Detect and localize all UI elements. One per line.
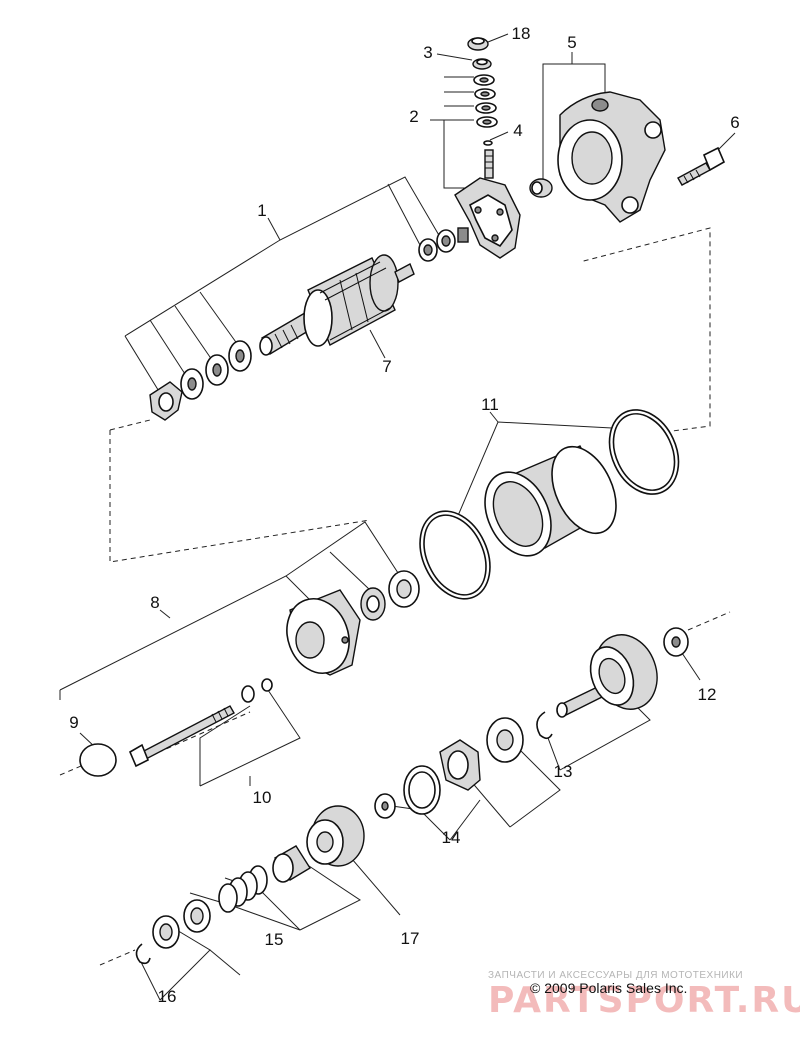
washer-part — [472, 58, 492, 70]
through-bolt-part — [128, 678, 273, 768]
washer-part — [152, 915, 180, 949]
callout-1: 1 — [257, 201, 266, 220]
sleeve-part — [272, 845, 311, 883]
callout-16: 16 — [158, 987, 177, 1006]
callout-18: 18 — [512, 24, 531, 43]
armature-part — [259, 254, 415, 356]
callout-12: 12 — [698, 685, 717, 704]
callout-2: 2 — [409, 107, 418, 126]
callout-9: 9 — [69, 713, 78, 732]
spring-part — [218, 865, 268, 913]
callout-11: 11 — [481, 395, 499, 414]
clip-part — [536, 711, 553, 740]
callout-15: 15 — [265, 930, 284, 949]
small-oring-part — [483, 140, 493, 146]
snap-ring-part — [135, 943, 151, 965]
washer-part — [374, 793, 396, 819]
brush-holder-group — [418, 37, 521, 262]
armature-washers — [149, 340, 252, 421]
washer-part — [486, 717, 524, 763]
drive-housing-part — [286, 570, 420, 676]
callout-7: 7 — [382, 357, 391, 376]
watermark-tagline: ЗАПЧАСТИ И АКСЕССУАРЫ ДЛЯ МОТОТЕХНИКИ — [488, 970, 744, 981]
terminal-bolt-part — [484, 149, 494, 179]
callout-6: 6 — [730, 113, 739, 132]
callout-5: 5 — [567, 33, 576, 52]
callout-3: 3 — [423, 43, 432, 62]
clutch-part — [439, 739, 481, 791]
nut-part — [467, 37, 489, 51]
gear-shaft-part — [556, 634, 658, 718]
callout-labels: 1 2 3 4 5 6 7 8 9 10 11 12 13 14 15 16 1… — [69, 24, 739, 1006]
insulator-washers — [473, 74, 498, 128]
copyright-text: © 2009 Polaris Sales Inc. — [530, 980, 688, 996]
callout-14: 14 — [442, 828, 461, 847]
washer-part — [183, 899, 211, 933]
needle-bearing-part — [403, 765, 441, 815]
callout-4: 4 — [513, 121, 522, 140]
yoke-housing-part — [419, 409, 680, 600]
bushing-part — [529, 178, 553, 198]
washer-part — [663, 627, 689, 657]
callout-13: 13 — [554, 762, 573, 781]
end-housing-part — [557, 91, 666, 223]
brush-plate-part — [454, 177, 521, 259]
callout-8: 8 — [150, 593, 159, 612]
callout-17: 17 — [401, 929, 420, 948]
callout-10: 10 — [253, 788, 272, 807]
bolt-part — [677, 146, 726, 186]
cap-part — [79, 743, 117, 777]
pinion-gear-part — [306, 805, 365, 867]
